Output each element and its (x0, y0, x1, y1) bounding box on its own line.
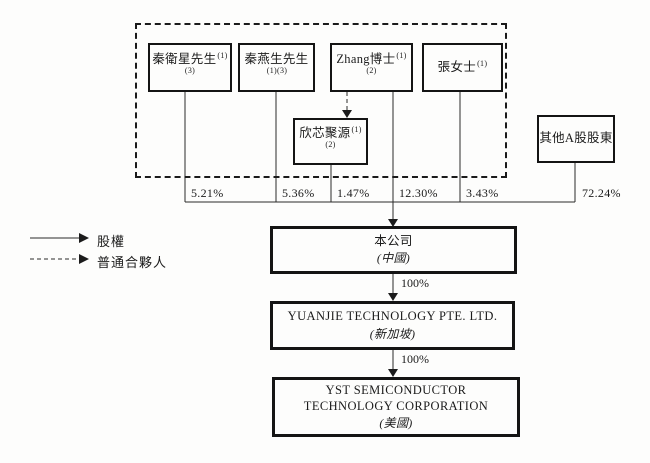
node-label: 欣芯聚源(1)(2) (299, 124, 362, 150)
company-location: (新加坡) (369, 326, 416, 341)
footnote-marker: (1) (477, 58, 488, 68)
footnote-marker: (1)(3) (184, 50, 228, 76)
node-zhang-dr: Zhang博士(1)(2) (330, 43, 413, 92)
pct-zhang-dr: 12.30% (399, 186, 438, 200)
node-label: Zhang博士(1)(2) (336, 50, 407, 76)
node-xinxin-juyuan: 欣芯聚源(1)(2) (293, 118, 368, 165)
pct-qin-weixing: 5.21% (191, 186, 224, 200)
node-label: 張女士(1) (437, 58, 488, 74)
node-qin-yansheng: 秦燕生先生(1)(3) (238, 43, 315, 92)
node-ms-zhang: 張女士(1) (422, 43, 503, 92)
node-yst: YST SEMICONDUCTOR TECHNOLOGY CORPORATION… (272, 377, 520, 437)
arrowhead-into-yst-icon (388, 369, 398, 377)
arrowhead-into-listco-icon (388, 219, 398, 227)
company-name: YUANJIE TECHNOLOGY PTE. LTD. (287, 309, 498, 324)
node-label: 秦衛星先生(1)(3) (152, 50, 228, 76)
footnote-marker: (1)(2) (325, 124, 362, 150)
node-listco: 本公司 (中國) (270, 226, 517, 274)
node-label: 秦燕生先生(1)(3) (244, 51, 309, 76)
company-name-line2: TECHNOLOGY CORPORATION (303, 398, 489, 413)
pct-other-a-share: 72.24% (582, 186, 621, 200)
pct-qin-yansheng: 5.36% (282, 186, 315, 200)
footnote-marker: (1)(2) (366, 50, 407, 76)
company-location: (美國) (379, 416, 413, 431)
pct-ms-zhang: 3.43% (466, 186, 499, 200)
arrowhead-into-yuanjie-icon (388, 293, 398, 301)
arrowhead-gp-dashed-icon (342, 110, 352, 118)
company-name: 本公司 (374, 233, 413, 248)
company-location: (中國) (376, 251, 411, 266)
pct-xinxin: 1.47% (337, 186, 370, 200)
legend-equity-label: 股權 (97, 234, 126, 249)
ownership-yuanjie-yst: 100% (401, 352, 429, 366)
legend-dashed-arrowhead-icon (79, 254, 89, 264)
footnote-marker: (1)(3) (266, 66, 288, 76)
legend-general-partner-label: 普通合夥人 (97, 255, 168, 270)
founders-dashed-group (135, 23, 507, 178)
node-label: 其他A股股東 (539, 131, 613, 146)
company-name-line1: YST SEMICONDUCTOR (325, 382, 467, 397)
node-qin-weixing: 秦衛星先生(1)(3) (148, 43, 232, 92)
legend-solid-arrowhead-icon (79, 233, 89, 243)
ownership-listco-yuanjie: 100% (401, 276, 429, 290)
node-yuanjie: YUANJIE TECHNOLOGY PTE. LTD. (新加坡) (270, 301, 515, 350)
node-other-a-share-holders: 其他A股股東 (537, 115, 615, 163)
